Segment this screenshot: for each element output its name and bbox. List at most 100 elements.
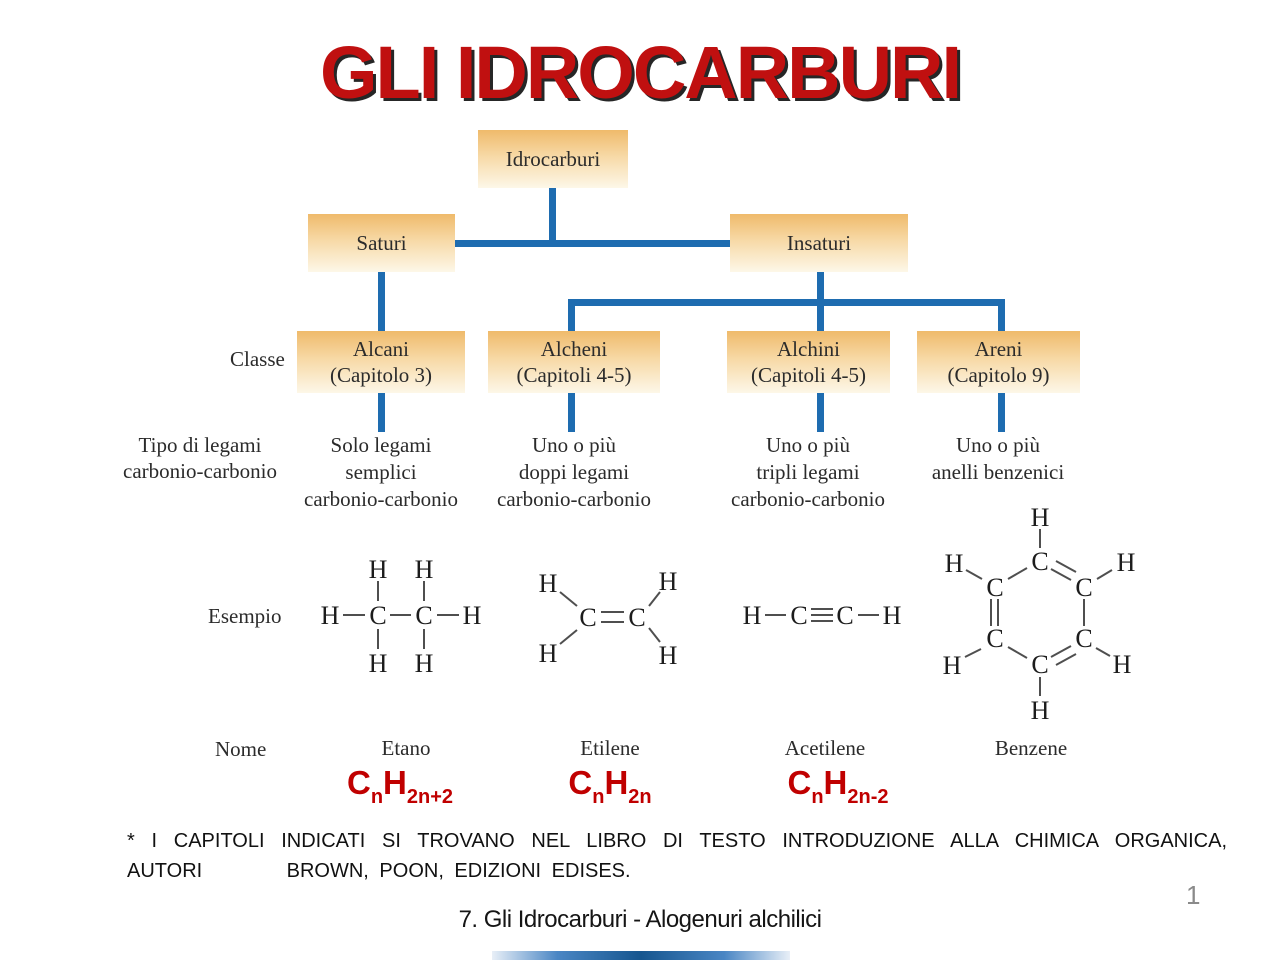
bond-line: [648, 591, 661, 607]
node-alcheni-name: Alcheni: [540, 337, 608, 361]
bond-line: [965, 569, 983, 580]
node-insaturi-label: Insaturi: [786, 231, 852, 255]
atom-label-H: H: [539, 569, 558, 598]
atom-label-H: H: [369, 649, 388, 678]
node-alcani-chapter: (Capitolo 3): [329, 363, 433, 387]
formula-symbol: C: [787, 764, 812, 801]
bottom-accent-bar: [492, 951, 790, 960]
node-alchini-name: Alchini: [777, 337, 840, 361]
atom-label-C: C: [1031, 547, 1048, 576]
bond-line: [1050, 568, 1072, 581]
node-areni: Areni (Capitolo 9): [917, 331, 1080, 393]
row-label-tipo: Tipo di legami carbonio-carbonio: [90, 432, 310, 484]
node-idrocarburi: Idrocarburi: [478, 130, 628, 188]
formula-symbol: H: [823, 764, 848, 801]
formula-symbol: H: [383, 764, 407, 801]
node-areni-name: Areni: [974, 337, 1023, 361]
node-areni-chapter: (Capitolo 9): [947, 363, 1050, 387]
formula-subscript: n: [592, 786, 605, 808]
atom-label-C: C: [415, 601, 432, 630]
bond-desc-line: carbonio-carbonio: [731, 487, 885, 511]
bond-desc-line: anelli benzenici: [931, 460, 1065, 484]
node-alcani: Alcani (Capitolo 3): [297, 331, 465, 393]
footnote: * I CAPITOLI INDICATI SI TROVANO NEL LIB…: [127, 826, 1227, 886]
bond-line: [648, 627, 661, 643]
atom-label-C: C: [369, 601, 386, 630]
atom-label-H: H: [369, 555, 388, 584]
node-alcani-name: Alcani: [353, 337, 409, 361]
formula-subscript: 2n+2: [406, 786, 454, 808]
bond-line: [559, 591, 578, 607]
atom-label-H: H: [463, 601, 482, 630]
bond-desc-alcheni: Uno o più doppi legami carbonio-carbonio: [464, 432, 684, 513]
node-alcheni-chapter: (Capitoli 4-5): [516, 363, 632, 387]
atom-label-H: H: [883, 601, 902, 630]
atom-label-C: C: [986, 624, 1003, 653]
formula-subscript: 2n: [628, 786, 652, 808]
bond-desc-line: tripli legami: [756, 460, 860, 484]
bond-desc-alcani: Solo legami semplici carbonio-carbonio: [271, 432, 491, 513]
bond-line: [1096, 569, 1113, 580]
row-label-classe: Classe: [230, 347, 285, 371]
formula-symbol: C: [568, 764, 593, 801]
bond-desc-line: semplici: [345, 460, 417, 484]
bond-desc-areni: Uno o più anelli benzenici: [888, 432, 1108, 513]
atom-label-H: H: [659, 641, 678, 670]
atom-label-H: H: [1031, 696, 1050, 725]
node-alchini-chapter: (Capitoli 4-5): [751, 363, 866, 387]
atom-label-H: H: [1117, 548, 1136, 577]
bond-line: [1050, 645, 1072, 658]
atom-label-C: C: [1075, 624, 1092, 653]
formula-subscript: n: [370, 786, 384, 808]
atom-label-H: H: [1113, 650, 1132, 679]
atom-label-H: H: [659, 567, 678, 596]
slide-footer-title: 7. Gli Idrocarburi - Alogenuri alchilici: [458, 906, 822, 933]
formula-alchini: CnH2n-2: [728, 764, 948, 809]
footnote-line1: * I CAPITOLI INDICATI SI TROVANO NEL LIB…: [127, 830, 1227, 852]
connector-branch-horizontal: [568, 299, 1005, 306]
row-label-nome: Nome: [215, 737, 267, 761]
formula-alcani: CnH2n+2: [290, 764, 510, 809]
atom-label-H: H: [539, 639, 558, 668]
example-name-etano: Etano: [381, 736, 431, 760]
page-number: 1: [1186, 880, 1201, 910]
bond-desc-line: carbonio-carbonio: [497, 487, 651, 511]
atom-label-H: H: [321, 601, 340, 630]
row-label-esempio: Esempio: [208, 604, 282, 628]
bond-line: [1055, 560, 1077, 573]
node-saturi-label: Saturi: [356, 231, 407, 255]
bond-desc-line: carbonio-carbonio: [304, 487, 458, 511]
connector-main-horizontal: [455, 240, 733, 247]
bond-desc-line: Uno o più: [956, 433, 1040, 457]
atom-label-H: H: [415, 649, 434, 678]
bond-desc-line: Solo legami: [330, 433, 432, 457]
bond-desc-line: doppi legami: [518, 460, 630, 484]
atom-label-H: H: [945, 549, 964, 578]
formula-symbol: C: [346, 764, 371, 801]
atom-label-C: C: [1075, 573, 1092, 602]
formula-symbol: H: [604, 764, 629, 801]
bond-line: [559, 629, 578, 645]
bond-line: [1007, 567, 1028, 580]
atom-label-C: C: [986, 573, 1003, 602]
node-alcheni: Alcheni (Capitoli 4-5): [488, 331, 660, 393]
node-idrocarburi-label: Idrocarburi: [505, 147, 601, 171]
node-insaturi: Insaturi: [730, 214, 908, 272]
bond-desc-line: Uno o più: [532, 433, 616, 457]
atom-label-C: C: [1031, 650, 1048, 679]
formula-subscript: n: [811, 786, 824, 808]
bond-line: [1007, 646, 1028, 659]
node-alchini: Alchini (Capitoli 4-5): [727, 331, 890, 393]
node-saturi: Saturi: [308, 214, 455, 272]
atom-label-C: C: [579, 603, 596, 632]
bond-desc-line: Uno o più: [766, 433, 850, 457]
bond-line: [964, 648, 982, 658]
bond-line: [1095, 647, 1111, 657]
bond-desc-alchini: Uno o più tripli legami carbonio-carboni…: [698, 432, 918, 513]
atom-label-H: H: [943, 651, 962, 680]
atom-label-C: C: [628, 603, 645, 632]
formula-subscript: 2n-2: [847, 786, 889, 808]
